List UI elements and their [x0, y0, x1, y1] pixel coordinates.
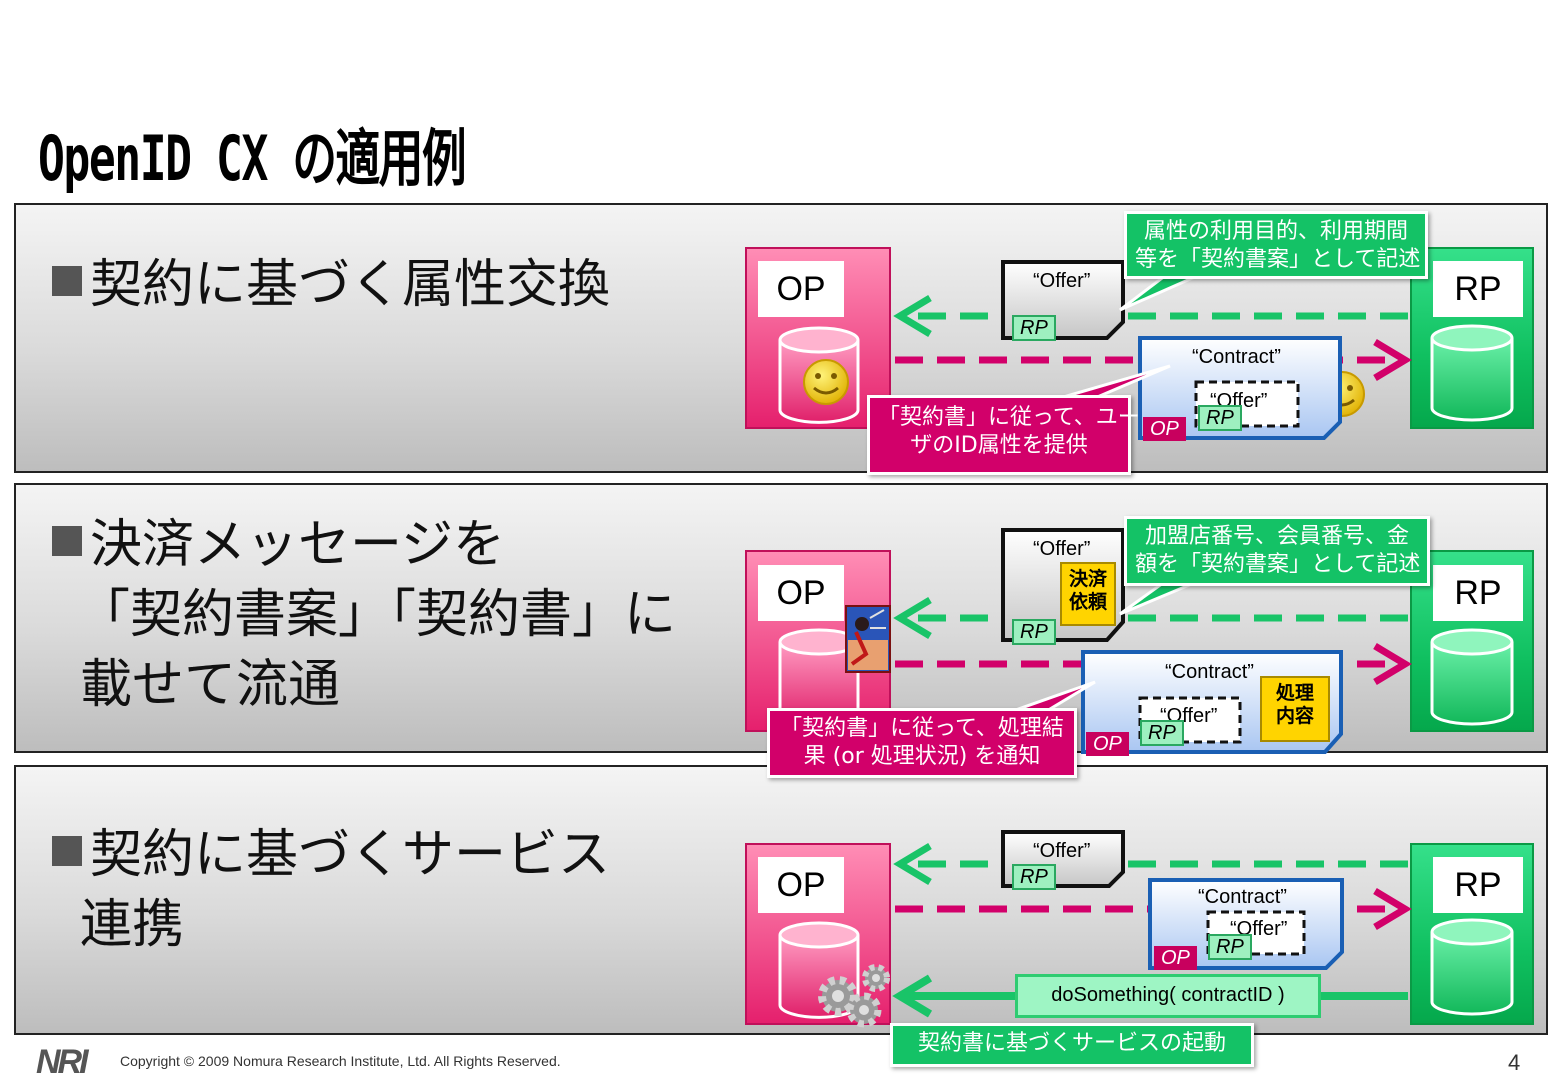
- rp-signature-tag: RP: [1140, 720, 1184, 746]
- sticky-line: 内容: [1275, 705, 1314, 727]
- contract-arrow: [895, 887, 1412, 931]
- callout-green: 属性の利用目的、利用期間 等を「契約書案」として記述: [1124, 211, 1428, 279]
- contract-document-label: “Contract”: [1165, 661, 1254, 683]
- payment-card-icon: [845, 605, 891, 673]
- contract-arrow: [895, 642, 1412, 686]
- op-label: OP: [758, 857, 844, 913]
- sticky-line: 処理: [1275, 682, 1314, 704]
- heading-line: 連携: [80, 895, 185, 955]
- rp-label: RP: [1433, 857, 1523, 913]
- nri-logo: NRI: [36, 1043, 89, 1081]
- callout-line: ザのID属性を提供: [910, 433, 1088, 458]
- page-title: OpenID CX の適用例: [38, 122, 467, 195]
- offer-arrow: [893, 596, 1408, 640]
- nested-offer-document: [1206, 910, 1306, 956]
- op-signature-tag: OP: [1143, 417, 1186, 441]
- heading-line: 載せて流通: [80, 655, 341, 715]
- callout-line: 等を「契約書案」として記述: [1135, 247, 1421, 272]
- heading-line: 「契約書案」「契約書」に: [78, 585, 677, 645]
- offer-document-label: “Offer”: [1033, 840, 1091, 862]
- sticky-line: 依頼: [1068, 591, 1107, 613]
- bullet-square-icon: [52, 836, 82, 866]
- op-label: OP: [758, 565, 844, 621]
- contract-document-label: “Contract”: [1198, 886, 1287, 908]
- contract-document-label: “Contract”: [1192, 346, 1281, 368]
- sticky-line: 決済: [1068, 568, 1107, 590]
- callout-line: 加盟店番号、会員番号、金: [1144, 524, 1409, 549]
- rp-signature-tag: RP: [1198, 405, 1242, 431]
- rp-label: RP: [1433, 565, 1523, 621]
- op-signature-tag: OP: [1086, 732, 1129, 756]
- page-number: 4: [1508, 1050, 1521, 1075]
- section-heading: 契約に基づくサービス 連携: [52, 820, 610, 960]
- method-call-label: doSomething( contractID ): [1015, 974, 1321, 1018]
- op-label: OP: [758, 261, 844, 317]
- heading-line: 契約に基づく属性交換: [90, 255, 611, 315]
- offer-document-label: “Offer”: [1033, 538, 1091, 560]
- rp-database-icon: [1430, 324, 1514, 422]
- rp-label: RP: [1433, 261, 1523, 317]
- callout-green: 契約書に基づくサービスの起動: [890, 1023, 1254, 1067]
- rp-signature-tag: RP: [1012, 315, 1056, 341]
- copyright-text: Copyright © 2009 Nomura Research Institu…: [120, 1053, 561, 1069]
- contract-arrow: [895, 338, 1412, 382]
- sticky-note-processing-details: 処理 内容: [1260, 676, 1330, 742]
- op-signature-tag: OP: [1154, 946, 1197, 970]
- rp-signature-tag: RP: [1012, 864, 1056, 890]
- callout-pink: 「契約書」に従って、ユー ザのID属性を提供: [867, 395, 1140, 475]
- callout-green: 加盟店番号、会員番号、金 額を「契約書案」として記述: [1124, 516, 1430, 586]
- heading-line: 契約に基づくサービス: [90, 825, 611, 885]
- callout-line: 額を「契約書案」として記述: [1135, 552, 1421, 577]
- bullet-square-icon: [52, 526, 82, 556]
- rp-database-icon: [1430, 628, 1514, 726]
- rp-signature-tag: RP: [1208, 934, 1252, 960]
- heading-line: 決済メッセージを: [90, 515, 505, 575]
- sticky-note-payment-request: 決済 依頼: [1060, 562, 1116, 626]
- callout-pink: 「契約書」に従って、処理結 果 (or 処理状況) を通知: [767, 708, 1077, 778]
- bullet-square-icon: [52, 266, 82, 296]
- callout-line: 「契約書」に従って、処理結: [780, 716, 1064, 741]
- callout-line: 「契約書」に従って、ユー: [878, 405, 1140, 430]
- smiley-icon: [803, 359, 849, 405]
- offer-arrow: [893, 294, 1408, 338]
- callout-line: 属性の利用目的、利用期間: [1143, 219, 1408, 244]
- offer-document-label: “Offer”: [1033, 270, 1091, 292]
- section-heading: 決済メッセージを 「契約書案」「契約書」に 載せて流通: [52, 510, 676, 720]
- rp-database-icon: [1430, 918, 1514, 1016]
- section-heading: 契約に基づく属性交換: [52, 250, 610, 320]
- offer-arrow: [893, 842, 1408, 886]
- callout-line: 果 (or 処理状況) を通知: [803, 744, 1041, 769]
- gears-icon: [818, 964, 890, 1028]
- callout-line: 契約書に基づくサービスの起動: [917, 1031, 1226, 1056]
- rp-signature-tag: RP: [1012, 619, 1056, 645]
